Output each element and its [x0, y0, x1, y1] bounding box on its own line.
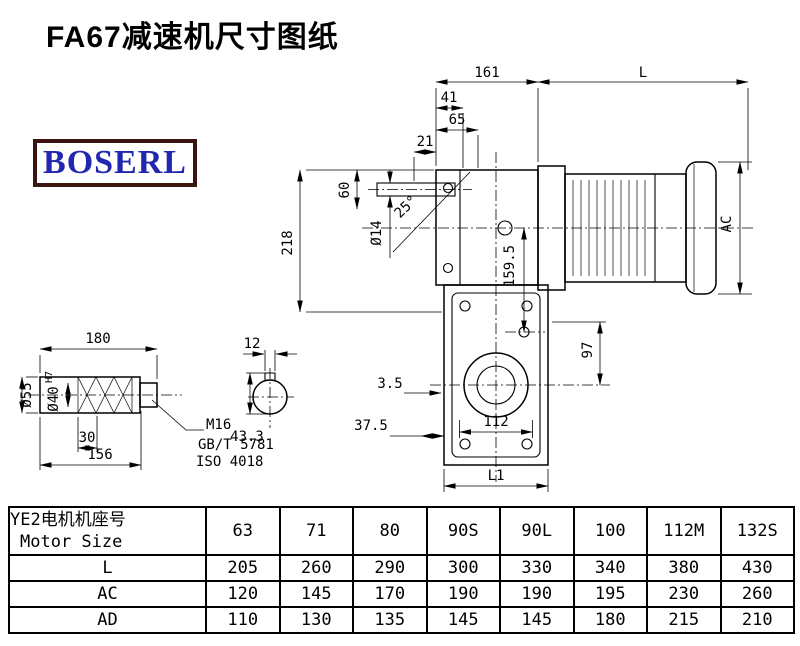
table-cell: 210 — [719, 606, 795, 634]
table-cell: 215 — [646, 606, 722, 634]
dim-AC: AC — [719, 216, 735, 233]
table-cell: 180 — [572, 606, 648, 634]
motor-size-132s: 132S — [719, 506, 795, 556]
table-cell: 195 — [572, 580, 648, 608]
dim-159-5: 159.5 — [502, 245, 518, 287]
table-cell: 260 — [278, 554, 354, 582]
motor-size-label-cn: YE2电机机座号 — [10, 509, 126, 530]
dim-21: 21 — [417, 134, 434, 150]
dim-dia55: Ø55 — [19, 382, 35, 407]
table-cell: 300 — [425, 554, 501, 582]
table-cell: 120 — [205, 580, 281, 608]
dim-dia40: Ø40 — [46, 386, 62, 411]
main-centerlines — [362, 152, 755, 482]
table-cell: 205 — [205, 554, 281, 582]
motor-size-90s: 90S — [425, 506, 501, 556]
motor-size-100: 100 — [572, 506, 648, 556]
dim-112: 112 — [483, 414, 508, 430]
main-gearbox-outline — [376, 161, 717, 466]
dim-180: 180 — [85, 331, 110, 347]
dim-3-5: 3.5 — [377, 376, 402, 392]
boserl-logo-text: BOSERL — [43, 144, 187, 181]
table-header-row: YE2电机机座号 Motor Size 63 71 80 90S 90L 100… — [8, 506, 795, 556]
dim-30: 30 — [79, 430, 96, 446]
dim-65: 65 — [449, 112, 466, 128]
dim-161: 161 — [474, 65, 499, 81]
page-title: FA67减速机尺寸图纸 — [46, 21, 339, 54]
table-row-L: L 205 260 290 300 330 340 380 430 — [8, 554, 795, 582]
motor-size-table: YE2电机机座号 Motor Size 63 71 80 90S 90L 100… — [8, 506, 795, 634]
table-cell: 130 — [278, 606, 354, 634]
table-row-AC: AC 120 145 170 190 190 195 230 260 — [8, 580, 795, 608]
table-cell: 340 — [572, 554, 648, 582]
shaft-detail-drawing: 180 Ø55 Ø40 H7 30 156 M16 GB/T 5781 ISO — [19, 331, 274, 470]
table-cell: 330 — [499, 554, 575, 582]
table-cell: 145 — [278, 580, 354, 608]
table-cell: 145 — [425, 606, 501, 634]
dim-25deg: 25° — [392, 193, 421, 222]
motor-size-112m: 112M — [646, 506, 722, 556]
table-cell: 230 — [646, 580, 722, 608]
table-cell: 135 — [352, 606, 428, 634]
thread-spec-m16: M16 — [206, 417, 231, 433]
table-cell: 190 — [425, 580, 501, 608]
dim-L: L — [639, 65, 647, 81]
motor-size-80: 80 — [352, 506, 428, 556]
dim-41: 41 — [441, 90, 458, 106]
row-label-AD: AD — [8, 606, 207, 634]
main-dimensions: 161 L 41 65 21 60 218 — [280, 65, 752, 492]
dim-12: 12 — [244, 336, 261, 352]
motor-size-63: 63 — [205, 506, 281, 556]
motor-size-90l: 90L — [499, 506, 575, 556]
dim-L1: L1 — [488, 468, 505, 484]
table-cell: 380 — [646, 554, 722, 582]
table-cell: 290 — [352, 554, 428, 582]
table-cell: 260 — [719, 580, 795, 608]
dim-218: 218 — [280, 230, 296, 255]
dim-60: 60 — [337, 182, 353, 199]
table-cell: 170 — [352, 580, 428, 608]
dim-dia40-tolerance: H7 — [44, 371, 55, 383]
row-label-L: L — [8, 554, 207, 582]
table-cell: 110 — [205, 606, 281, 634]
table-cell: 190 — [499, 580, 575, 608]
dim-43-3: 43.3 — [230, 429, 264, 445]
table-row-AD: AD 110 130 135 145 145 180 215 210 — [8, 606, 795, 634]
motor-size-label-en: Motor Size — [20, 532, 123, 552]
table-cell: 145 — [499, 606, 575, 634]
keyway-section: 12 43.3 — [230, 336, 297, 445]
dim-97: 97 — [580, 342, 596, 359]
dim-156: 156 — [87, 447, 112, 463]
dim-37-5: 37.5 — [354, 418, 388, 434]
motor-size-71: 71 — [278, 506, 354, 556]
table-header-motor-size: YE2电机机座号 Motor Size — [8, 506, 207, 556]
row-label-AC: AC — [8, 580, 207, 608]
boserl-logo: BOSERL — [33, 139, 197, 187]
table-cell: 430 — [719, 554, 795, 582]
standard-gbt5781: GB/T 5781 — [198, 437, 274, 453]
dim-dia14: Ø14 — [369, 220, 385, 245]
standard-iso4018: ISO 4018 — [196, 454, 263, 470]
